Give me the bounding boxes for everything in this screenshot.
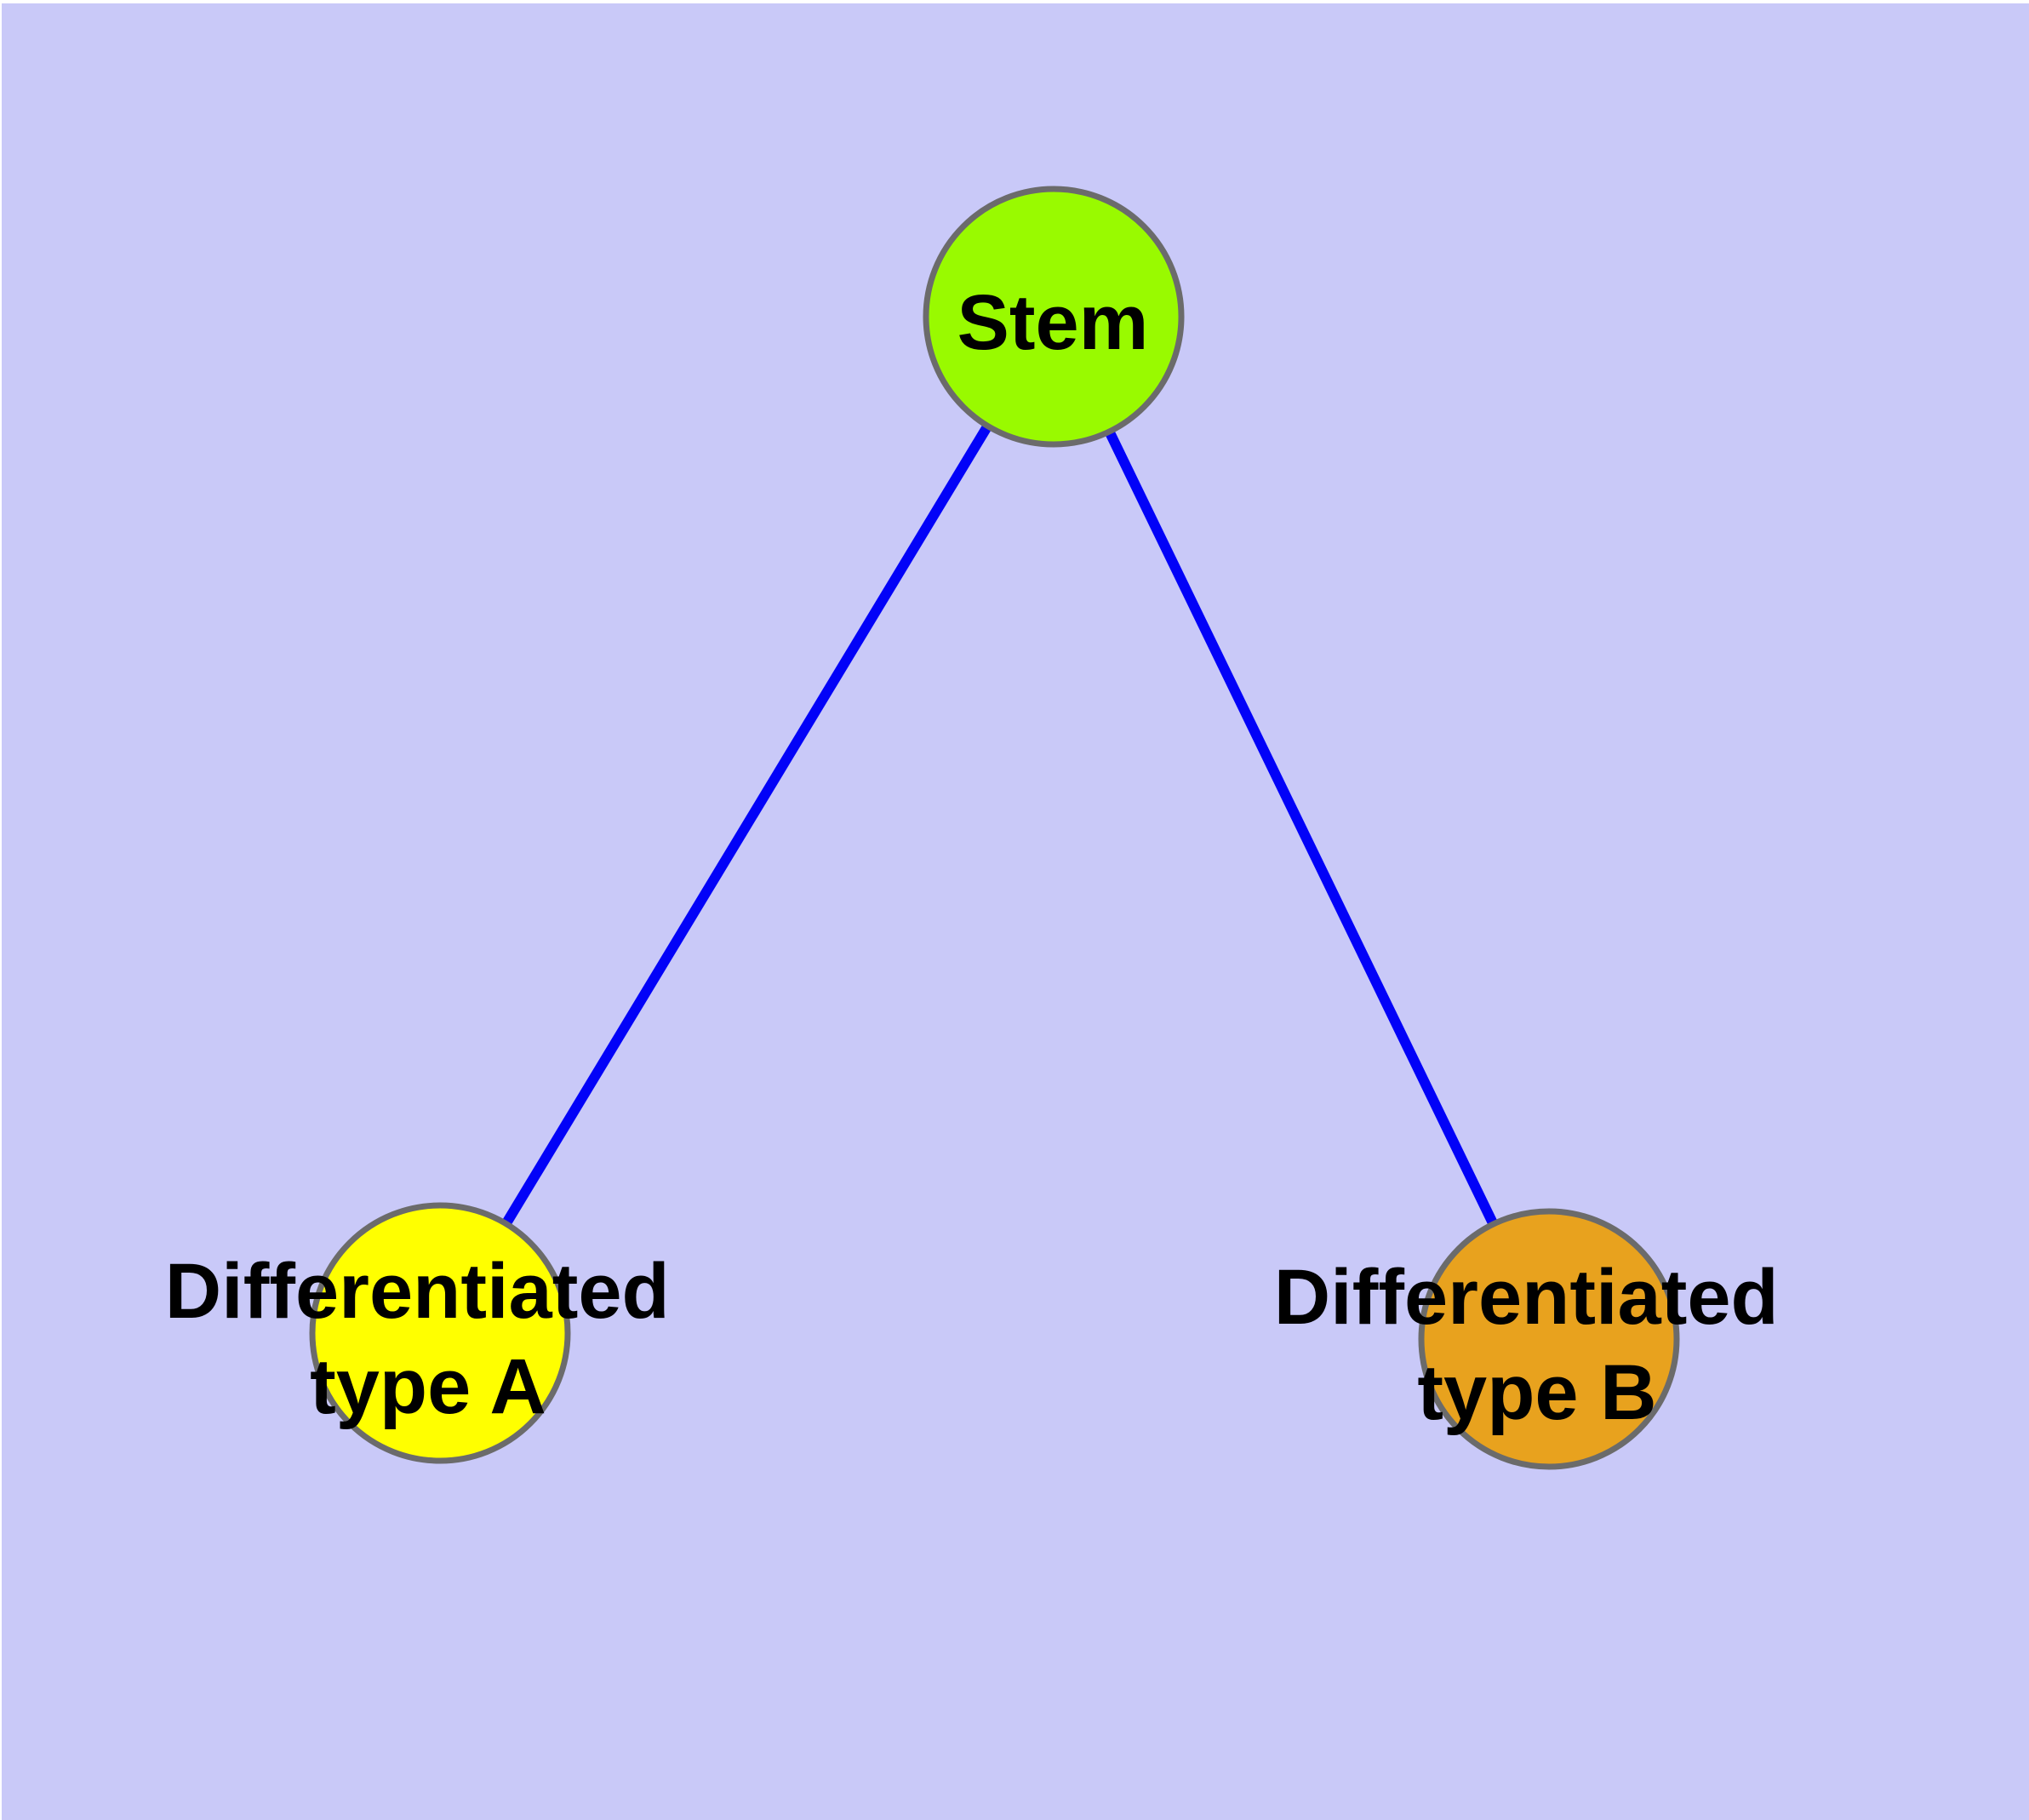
type-b-node (1418, 1208, 1680, 1470)
type-a-node-label: Differentiated type A (165, 1248, 692, 1430)
type-a-node (309, 1202, 571, 1464)
edge-stem-to-type-a (435, 313, 1059, 1336)
type-a-label-line1: Differentiated (165, 1248, 670, 1335)
type-a-label-line2: type A (310, 1343, 546, 1430)
stem-node (923, 186, 1185, 448)
type-b-label-line2: type B (1417, 1349, 1656, 1436)
type-b-label-line1: Differentiated (1274, 1254, 1779, 1341)
type-b-node-label: Differentiated type B (1274, 1254, 1801, 1436)
stem-node-label: Stem (957, 279, 1149, 366)
edge-stem-to-type-b (1049, 314, 1554, 1342)
